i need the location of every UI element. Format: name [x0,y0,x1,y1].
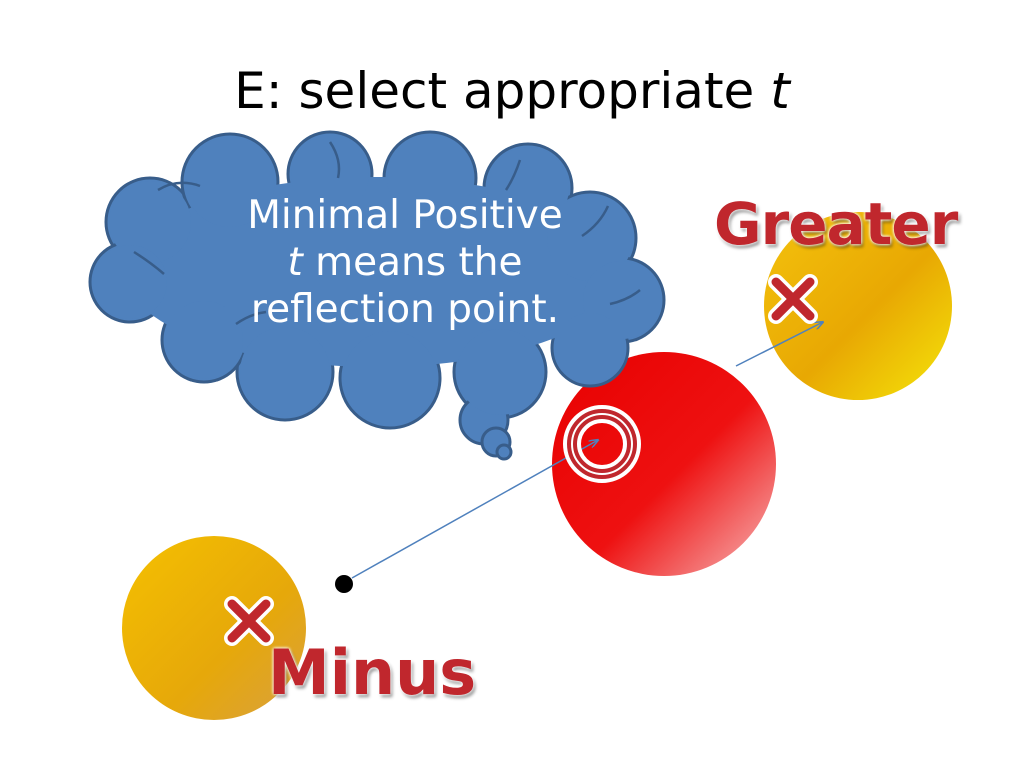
sphere-minus [122,536,306,720]
ray-to-reflection [351,440,598,579]
thought-line-2: t means the [210,239,600,286]
ray-to-greater [735,322,823,367]
minus-x-mark [224,596,274,646]
thought-line-3: reflection point. [250,287,560,332]
thought-line-1: Minimal Positive [247,193,563,238]
thought-cloud [88,130,666,461]
thought-text: Minimal Positive t means the reflection … [210,192,600,333]
title-variable: t [770,62,790,120]
greater-label: Greater [714,190,958,258]
sphere-greater [764,212,952,400]
slide-title: E: select appropriate t [0,62,1024,120]
thought-variable: t [287,240,303,285]
thought-line-2-rest: means the [302,240,523,285]
ray-origin-point [335,575,353,593]
title-text: E: select appropriate [234,62,771,120]
greater-x-mark [768,274,818,324]
minus-label: Minus [268,636,477,709]
reflection-circle-mark [563,405,641,483]
